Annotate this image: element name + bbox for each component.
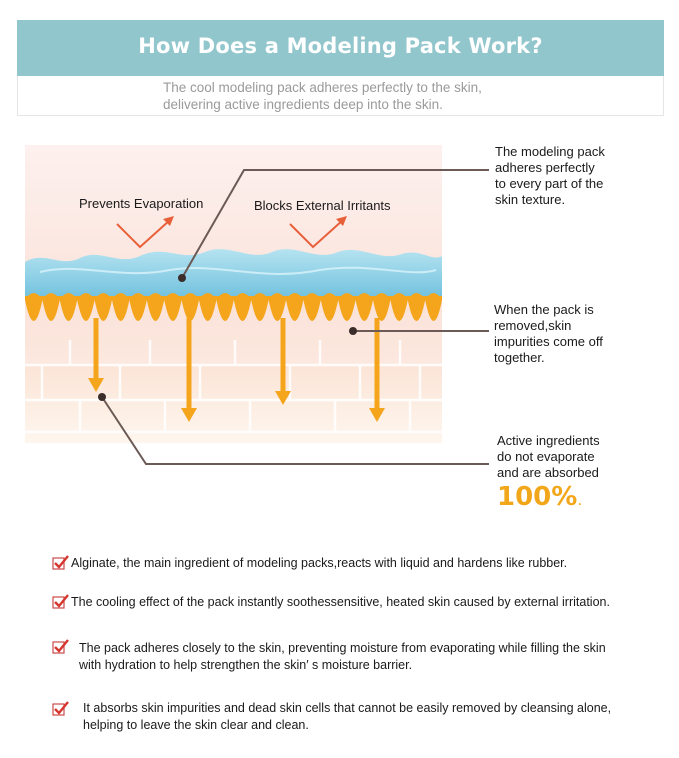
callout-line: together. [494, 350, 545, 365]
subtitle-line: The cool modeling pack adheres perfectly… [163, 80, 482, 95]
evaporation-arrow [116, 216, 174, 249]
percent-suffix: . [577, 491, 583, 509]
irritant-arrow [289, 216, 347, 249]
checkbox-check-icon [52, 639, 69, 654]
absorption-arrows [88, 318, 385, 422]
callout-dot [178, 274, 186, 282]
absorption-arrow [275, 318, 291, 405]
callout-line: do not evaporate [497, 449, 595, 464]
modeling-pack-layer [25, 249, 442, 300]
callout-absorbed: Active ingredients do not evaporate and … [497, 433, 600, 481]
callout-line: adheres perfectly [495, 160, 595, 175]
absorption-percent: 100%. [497, 482, 582, 512]
checkbox-check-icon [52, 594, 69, 609]
callout-line: to every part of the [495, 176, 604, 191]
callout-dot [98, 393, 106, 401]
callout-removed: When the pack is removed,skin impurities… [494, 302, 603, 366]
bullet-item: It absorbs skin impurities and dead skin… [83, 700, 611, 734]
prevents-evaporation-label: Prevents Evaporation [79, 196, 204, 211]
orange-ripple-band [25, 293, 442, 321]
subtitle-box: The cool modeling pack adheres perfectly… [17, 76, 664, 116]
bullet-text: with hydration to help strengthen the sk… [79, 658, 413, 672]
percent-value: 100% [497, 482, 578, 512]
checkbox-check-icon [52, 555, 69, 570]
callout-line: impurities come off [494, 334, 603, 349]
absorption-arrow [369, 318, 385, 422]
blocks-irritants-label: Blocks External Irritants [254, 198, 391, 213]
bullet-text: helping to leave the skin clear and clea… [83, 718, 309, 732]
callout-line: Active ingredients [497, 433, 600, 448]
ripple-band-top [25, 293, 442, 300]
callout-line: When the pack is [494, 302, 594, 317]
callout-line: The modeling pack [495, 144, 605, 159]
bullet-text: The pack adheres closely to the skin, pr… [79, 641, 606, 655]
bullet-text: The cooling effect of the pack instantly… [71, 595, 610, 609]
callout-line: skin texture. [495, 192, 566, 207]
bullet-item: The cooling effect of the pack instantly… [71, 594, 610, 611]
subtitle: The cool modeling pack adheres perfectly… [163, 79, 482, 113]
callout-line: and are absorbed [497, 465, 599, 480]
bullet-text: It absorbs skin impurities and dead skin… [83, 701, 612, 715]
absorption-arrow [88, 318, 104, 392]
page-title: How Does a Modeling Pack Work? [138, 34, 543, 58]
pack-highlight [39, 266, 437, 275]
callout-dot [349, 327, 357, 335]
bullet-text: Alginate, the main ingredient of modelin… [71, 556, 568, 570]
subtitle-line: delivering active ingredients deep into … [163, 97, 443, 112]
bullet-item: The pack adheres closely to the skin, pr… [79, 640, 606, 674]
callout-adheres: The modeling pack adheres perfectly to e… [495, 144, 605, 208]
checkbox-check-icon [52, 701, 69, 716]
callout-line: removed,skin [494, 318, 572, 333]
absorption-arrow [181, 318, 197, 422]
skin-cells [25, 340, 442, 434]
callout-lines [101, 169, 489, 465]
bullet-item: Alginate, the main ingredient of modelin… [71, 555, 567, 572]
header-banner: How Does a Modeling Pack Work? [17, 20, 664, 76]
